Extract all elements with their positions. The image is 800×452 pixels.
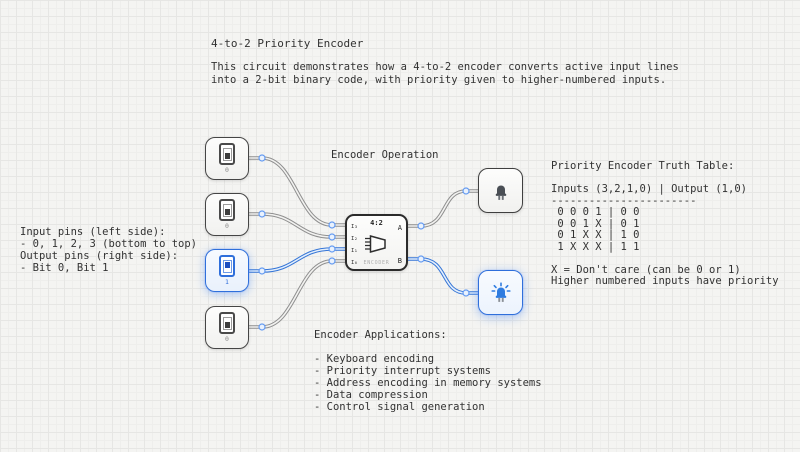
encoder-symbol-icon	[365, 235, 386, 253]
encoder-chip[interactable]: 4:2 I₃ I₂ I₁ I₀ A B ENCODER	[345, 214, 408, 271]
toggle-switch-icon	[219, 143, 235, 165]
truth-table: Priority Encoder Truth Table: Inputs (3,…	[551, 160, 779, 287]
wire-output-a[interactable]	[405, 189, 482, 228]
encoder-pin-i3: I₃	[351, 223, 358, 230]
switch-value-label: 0	[225, 335, 229, 343]
encoder-name-label: ENCODER	[363, 260, 390, 266]
applications-note: Encoder Applications: - Keyboard encodin…	[314, 329, 542, 413]
led-output-b[interactable]	[478, 270, 523, 315]
wire-output-b-active[interactable]	[405, 257, 482, 295]
encoder-pin-i0: I₀	[351, 259, 358, 266]
operation-label: Encoder Operation	[331, 149, 439, 161]
encoder-pin-i2: I₂	[351, 235, 358, 242]
circuit-title: 4-to-2 Priority Encoder	[211, 37, 364, 50]
led-output-a[interactable]	[478, 168, 523, 213]
circuit-description: This circuit demonstrates how a 4-to-2 e…	[211, 61, 679, 86]
toggle-switch-icon	[219, 199, 235, 221]
switch-value-label: 0	[225, 166, 229, 174]
switch-value-label: 0	[225, 222, 229, 230]
toggle-switch-icon	[219, 312, 235, 334]
wire-nodes[interactable]	[258, 154, 470, 331]
encoder-pin-b: B	[397, 257, 402, 265]
input-switch-2[interactable]: 0	[205, 193, 249, 236]
input-switch-0[interactable]: 0	[205, 306, 249, 349]
input-switch-3[interactable]: 0	[205, 137, 249, 180]
encoder-pin-a: A	[397, 224, 402, 232]
led-on-icon	[490, 281, 511, 302]
toggle-switch-icon	[219, 255, 235, 277]
pin-note: Input pins (left side): - 0, 1, 2, 3 (bo…	[20, 226, 198, 274]
led-off-icon	[495, 185, 506, 200]
encoder-pin-i1: I₁	[351, 247, 358, 254]
switch-value-label: 1	[225, 278, 229, 286]
wire-input-3[interactable]	[247, 156, 348, 227]
input-switch-1[interactable]: 1	[205, 249, 249, 292]
encoder-ratio-label: 4:2	[370, 219, 383, 227]
wire-input-0[interactable]	[247, 259, 348, 329]
